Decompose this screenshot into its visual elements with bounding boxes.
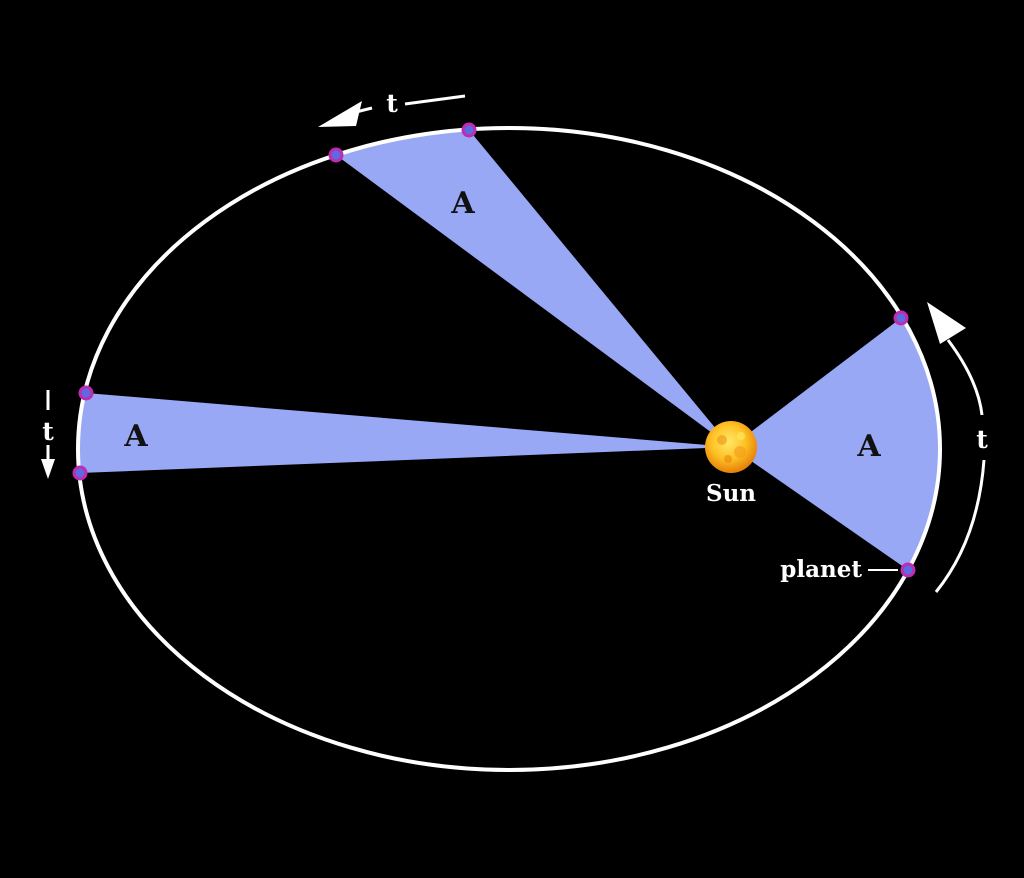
time-label-left: t [42,417,54,446]
arrow-head-up-icon [927,302,966,344]
area-label-right: A [856,429,881,464]
area-label-left: A [123,419,148,454]
planet-dot-right-upper [893,310,909,326]
planet-label: planet [780,556,862,583]
orbit-ellipse [76,126,942,772]
planet-dot-left-upper [78,385,94,401]
planet-dot-right-lower [900,562,916,578]
time-arrow-top [318,94,466,127]
area-sector-right [731,318,940,570]
arrow-head-left-icon [318,101,362,127]
planet-dot-top-left [328,147,344,163]
planet-dot-left-lower [72,465,88,481]
planet-dot-top-right [461,122,477,138]
area-label-top: A [450,186,475,221]
area-sector-top [336,130,731,447]
time-arrow-right [927,302,986,593]
time-label-top: t [386,89,398,118]
time-label-right: t [976,425,988,454]
area-sector-left [78,393,731,473]
sun-label: Sun [706,480,756,507]
arrow-head-down-icon [41,459,55,479]
sun-icon [705,421,757,473]
planet-markers [72,122,916,578]
time-arrow-left [41,390,55,479]
